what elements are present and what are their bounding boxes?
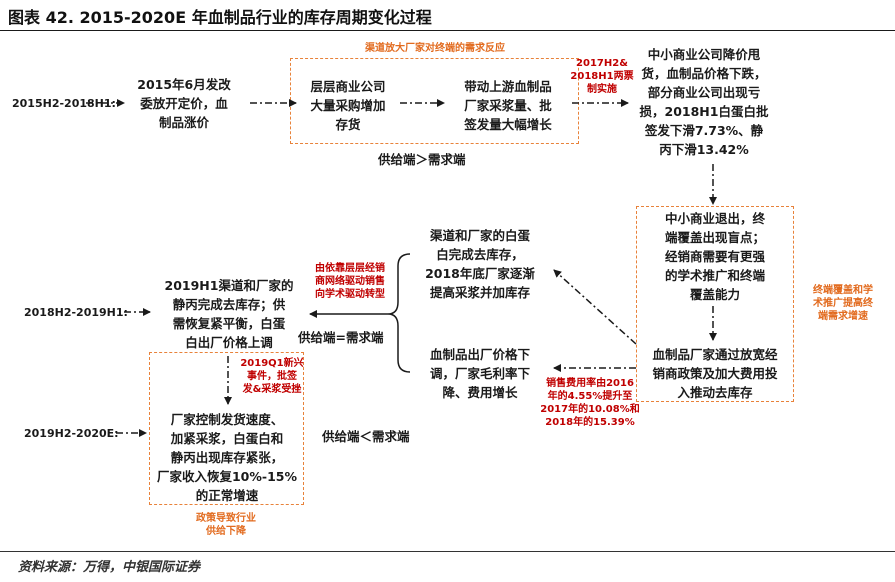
merge-bracket xyxy=(387,253,411,373)
node-destocking-policy: 血制品厂家通过放宽经 销商政策及加大费用投 入推动去库存 xyxy=(652,347,778,400)
node-albumin-destocked: 渠道和厂家的白蛋 白完成去库存， 2018年底厂家逐渐 提高采浆并加库存 xyxy=(425,228,535,300)
relation-supply-lt-demand: 供给端＜需求端 xyxy=(322,429,410,444)
node-price-dumping: 中小商业公司降价甩 货，血制品价格下跌， 部分商业公司出现亏 损，2018H1白… xyxy=(639,47,769,157)
node-small-distributors-exit: 中小商业退出，终 端覆盖出现盲点； 经销商需要有更强 的学术推广和终端 覆盖能力 xyxy=(664,211,765,302)
terminal-coverage-note: 终端覆盖和学 术推广提高终 端需求增速 xyxy=(813,285,873,322)
node-2020-shortage: 厂家控制发货速度、 加紧采浆，白蛋白和 静丙出现库存紧张， 厂家收入恢复10%-… xyxy=(156,412,298,503)
node-2019h1-balance: 2019H1渠道和厂家的 静丙完成去库存；供 需恢复紧平衡，白蛋 白出厂价格上调 xyxy=(164,278,294,350)
node-distributor-stockpiling: 层层商业公司 大量采购增加 存货 xyxy=(310,79,386,132)
period-label-2015-2018: 2015H2-2018H1: xyxy=(12,97,116,110)
title-rule xyxy=(0,30,895,31)
source-note: 资料来源：万得，中银国际证券 xyxy=(18,560,201,575)
channel-amplification-note: 渠道放大厂家对终端的需求反应 xyxy=(365,43,505,54)
terminal-coverage-box xyxy=(636,206,794,402)
node-margin-decline: 血制品出厂价格下 调，厂家毛利率下 降、费用增长 xyxy=(429,347,530,400)
period-label-2018-2019: 2018H2-2019H1: xyxy=(24,306,128,319)
arrow-policy-to-destock xyxy=(553,269,637,345)
policy-supply-note: 政策导致行业 供给下降 xyxy=(196,513,256,537)
new-event-note: 2019Q1新兴 事件，批签 发&采浆受挫 xyxy=(240,358,304,395)
relation-supply-eq-demand: 供给端=需求端 xyxy=(298,330,384,345)
sales-expense-note: 销售费用率由2016 年的4.55%提升至 2017年的10.08%和 2018… xyxy=(540,378,640,428)
relation-supply-gt-demand: 供给端＞需求端 xyxy=(378,152,466,167)
period-label-2019-2020: 2019H2-2020E: xyxy=(24,427,119,440)
node-upstream-growth: 带动上游血制品 厂家采浆量、批 签发量大幅增长 xyxy=(464,79,552,132)
figure-title: 图表 42. 2015-2020E 年血制品行业的库存周期变化过程 xyxy=(8,8,432,27)
two-invoice-note: 2017H2& 2018H1两票 制实施 xyxy=(570,58,634,95)
distributor-to-academic-note: 由依靠层层经销 商网络驱动销售 向学术驱动转型 xyxy=(315,263,385,300)
footer-rule xyxy=(0,551,895,552)
node-price-deregulation: 2015年6月发改 委放开定价，血 制品涨价 xyxy=(137,77,231,130)
policy-supply-box xyxy=(149,352,304,505)
